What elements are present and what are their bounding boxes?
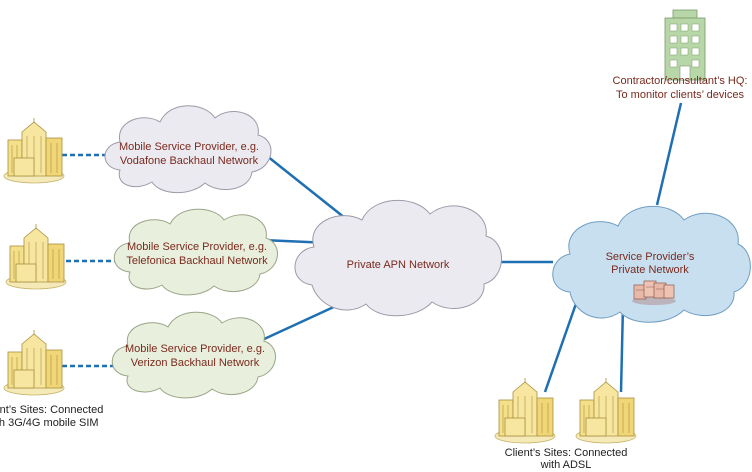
link-adsl-site-2 [619,304,625,393]
cloud-vodafone: Mobile Service Provider, e.g. Vodafone B… [104,105,272,194]
cloud-telefonica: Mobile Service Provider, e.g. Telefonica… [113,208,278,296]
cloud-service-provider: Service Provider’s Private Network [552,206,751,323]
client-site-3 [3,329,65,396]
server-stack-icon [632,280,676,305]
link-hq-serviceprovider [655,102,683,206]
vodafone-label-line2: Vodafone Backhaul Network [120,155,259,167]
link-adsl-site-1 [543,297,580,393]
cloud-private-apn: Private APN Network [294,200,502,317]
office-building-icon [664,9,706,81]
adsl-sites-caption-line1: Client’s Sites: Connected [505,447,628,459]
hq-label-line1: Contractor/consultant’s HQ: [613,75,748,87]
hq-label-line2: To monitor clients’ devices [616,89,744,101]
sim-sites-caption-line1: Client’s Sites: Connected [0,404,103,416]
verizon-label-line2: Verizon Backhaul Network [131,357,260,369]
telefonica-label-line2: Telefonica Backhaul Network [126,255,268,267]
service-provider-label-line2: Private Network [611,264,689,276]
vodafone-label-line1: Mobile Service Provider, e.g. [119,141,259,153]
client-site-1 [3,117,65,184]
telefonica-label-line1: Mobile Service Provider, e.g. [127,241,267,253]
adsl-site-2 [575,377,637,444]
link-vodafone-apn [261,151,351,223]
links [62,102,683,393]
adsl-sites-caption-line2: with ADSL [540,459,592,471]
client-site-2 [5,223,67,290]
private-apn-label: Private APN Network [347,259,450,271]
sim-sites-caption-line2: with 3G/4G mobile SIM [0,417,99,429]
cloud-verizon: Mobile Service Provider, e.g. Verizon Ba… [111,311,276,399]
verizon-label-line1: Mobile Service Provider, e.g. [125,343,265,355]
link-verizon-apn [261,303,339,342]
service-provider-label-line1: Service Provider’s [606,251,695,263]
